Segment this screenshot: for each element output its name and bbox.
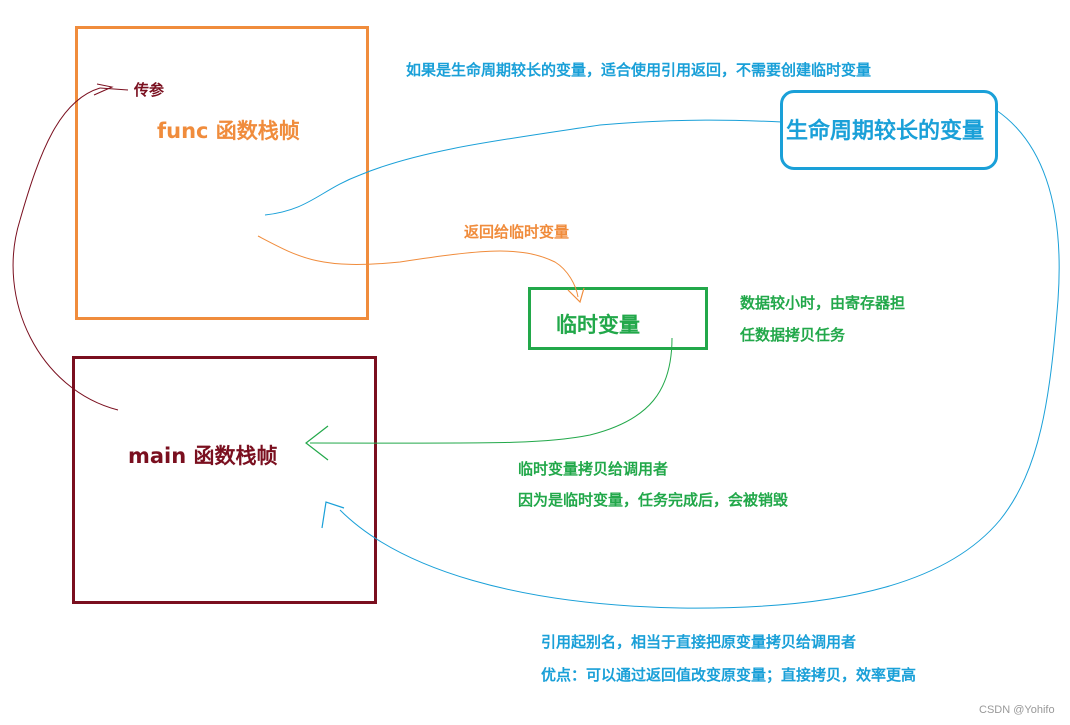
register-note-line1: 数据较小时，由寄存器担 — [740, 294, 906, 312]
pass-params-arrow — [12, 87, 119, 411]
temp-variable-box — [528, 287, 708, 350]
copy-note-line1: 临时变量拷贝给调用者 — [518, 460, 669, 478]
pass-params-arrowhead — [93, 83, 114, 96]
main-frame-label: main 函数栈帧 — [128, 444, 278, 468]
return-to-temp-note: 返回给临时变量 — [464, 223, 570, 241]
reference-to-caller-arrowhead — [321, 501, 345, 529]
func-stack-frame-box — [75, 26, 369, 320]
watermark: CSDN @Yohifo — [979, 704, 1055, 716]
copy-to-caller-arrowhead — [305, 425, 329, 461]
copy-to-caller-arrow — [309, 337, 673, 444]
long-lived-variable-label: 生命周期较长的变量 — [786, 119, 985, 144]
reference-return-note: 如果是生命周期较长的变量，适合使用引用返回，不需要创建临时变量 — [406, 61, 872, 79]
long-lived-variable-box — [780, 90, 998, 170]
alias-note-line2: 优点：可以通过返回值改变原变量；直接拷贝，效率更高 — [541, 666, 917, 684]
register-note-line2: 任数据拷贝任务 — [740, 326, 846, 344]
pass-params-note: 传参 — [134, 81, 165, 99]
reference-return-arrow — [264, 119, 783, 216]
return-arrowhead — [567, 287, 585, 304]
alias-note-line1: 引用起别名，相当于直接把原变量拷贝给调用者 — [541, 633, 857, 651]
temp-variable-label: 临时变量 — [556, 313, 640, 337]
return-arrow — [257, 235, 579, 298]
copy-note-line2: 因为是临时变量，任务完成后，会被销毁 — [518, 491, 789, 509]
reference-to-caller-arrow — [339, 109, 1060, 609]
main-stack-frame-box — [72, 356, 377, 604]
func-frame-label: func 函数栈帧 — [157, 119, 300, 143]
